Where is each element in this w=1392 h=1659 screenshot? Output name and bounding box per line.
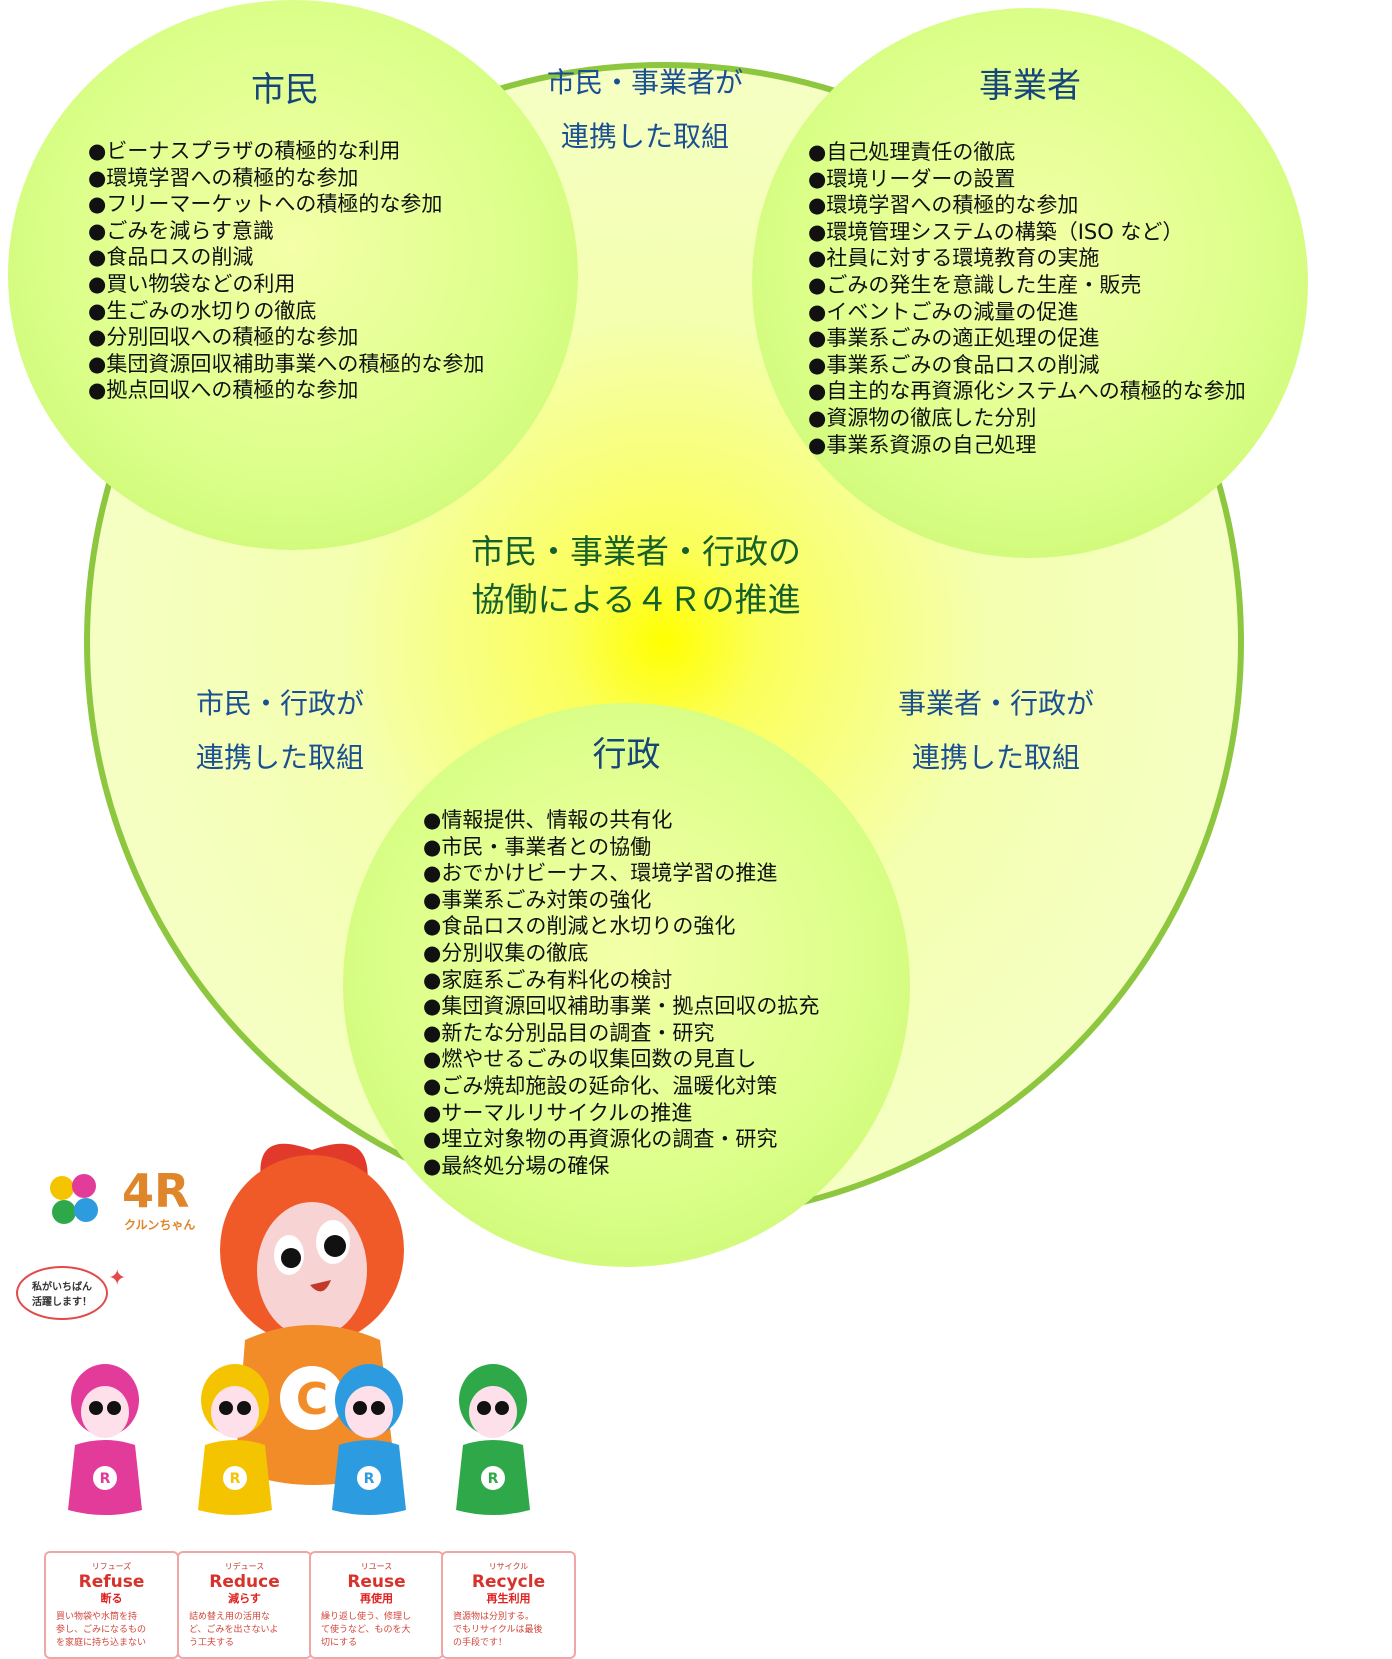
list-item: 最終処分場の確保 xyxy=(423,1153,819,1180)
list-item: 環境学習への積極的な参加 xyxy=(88,165,484,192)
list-item: フリーマーケットへの積極的な参加 xyxy=(88,191,484,218)
list-item: 食品ロスの削減と水切りの強化 xyxy=(423,913,819,940)
svg-text:R: R xyxy=(364,1471,375,1487)
list-item: 市民・事業者との協働 xyxy=(423,834,819,861)
business-title: 事業者 xyxy=(979,66,1081,106)
list-item: 事業系ごみの食品ロスの削減 xyxy=(808,352,1246,379)
svg-text:R: R xyxy=(230,1471,241,1487)
list-item: 家庭系ごみ有料化の検討 xyxy=(423,967,819,994)
list-item: 事業系ごみ対策の強化 xyxy=(423,887,819,914)
business-circle: 事業者 自己処理責任の徹底環境リーダーの設置環境学習への積極的な参加環境管理シス… xyxy=(752,8,1308,558)
speech-bubble: 私がいちばん 活躍します！ xyxy=(16,1266,108,1320)
list-item: 買い物袋などの利用 xyxy=(88,271,484,298)
reduce-card: リデュース Reduce 減らす 詰め替え用の活用な ど、ごみを出さないよ う工… xyxy=(177,1551,312,1659)
sparkle-icon: ✦ xyxy=(108,1266,127,1291)
list-item: 集団資源回収補助事業への積極的な参加 xyxy=(88,351,484,378)
list-item: 環境管理システムの構築（ISO など） xyxy=(808,219,1246,246)
4r-logo-icon xyxy=(50,1174,98,1224)
svg-text:R: R xyxy=(100,1471,111,1487)
government-list: 情報提供、情報の共有化市民・事業者との協働おでかけビーナス、環境学習の推進事業系… xyxy=(423,807,819,1179)
logo-subtext: クルンちゃん xyxy=(124,1218,196,1232)
reuse-card: リユース Reuse 再使用 繰り返し使う、修理し て使うなど、ものを大 切にす… xyxy=(309,1551,444,1659)
list-item: 環境学習への積極的な参加 xyxy=(808,192,1246,219)
list-item: ごみ焼却施設の延命化、温暖化対策 xyxy=(423,1073,819,1100)
list-item: 社員に対する環境教育の実施 xyxy=(808,245,1246,272)
citizen-business-label: 市民・事業者が 連携した取組 xyxy=(546,66,743,153)
citizen-list: ビーナスプラザの積極的な利用環境学習への積極的な参加フリーマーケットへの積極的な… xyxy=(88,138,484,404)
list-item: 生ごみの水切りの徹底 xyxy=(88,298,484,325)
citizen-title: 市民 xyxy=(251,70,319,110)
list-item: 環境リーダーの設置 xyxy=(808,166,1246,193)
citizen-government-label: 市民・行政が 連携した取組 xyxy=(195,687,364,774)
list-item: 情報提供、情報の共有化 xyxy=(423,807,819,834)
reduce-mascot: R xyxy=(198,1364,272,1515)
list-item: 自主的な再資源化システムへの積極的な参加 xyxy=(808,378,1245,405)
list-item: 資源物の徹底した分別 xyxy=(808,405,1246,432)
list-item: 食品ロスの削減 xyxy=(88,244,484,271)
list-item: 埋立対象物の再資源化の調査・研究 xyxy=(423,1126,819,1153)
list-item: ごみを減らす意識 xyxy=(88,218,484,245)
recycle-card: リサイクル Recycle 再生利用 資源物は分別する。 でもリサイクルは最後 … xyxy=(441,1551,576,1659)
list-item: 分別収集の徹底 xyxy=(423,940,819,967)
list-item: おでかけビーナス、環境学習の推進 xyxy=(423,860,819,887)
list-item: 事業系資源の自己処理 xyxy=(808,432,1246,459)
business-list: 自己処理責任の徹底環境リーダーの設置環境学習への積極的な参加環境管理システムの構… xyxy=(808,139,1246,459)
mascot-illustration: 4R クルンちゃん 私がいちばん 活躍します！ ✦ C R R R xyxy=(0,1130,580,1659)
svg-text:R: R xyxy=(488,1471,499,1487)
government-title: 行政 xyxy=(592,735,661,775)
list-item: ビーナスプラザの積極的な利用 xyxy=(88,138,484,165)
reuse-mascot: R xyxy=(332,1364,406,1515)
logo-text: 4R xyxy=(122,1164,190,1218)
list-item: ごみの発生を意識した生産・販売 xyxy=(808,272,1246,299)
list-item: サーマルリサイクルの推進 xyxy=(423,1100,819,1127)
list-item: 拠点回収への積極的な参加 xyxy=(88,377,484,404)
list-item: 集団資源回収補助事業・拠点回収の拡充 xyxy=(423,993,819,1020)
business-government-label: 事業者・行政が 連携した取組 xyxy=(897,687,1094,774)
list-item: 新たな分別品目の調査・研究 xyxy=(423,1020,819,1047)
government-circle: 行政 情報提供、情報の共有化市民・事業者との協働おでかけビーナス、環境学習の推進… xyxy=(343,703,910,1267)
list-item: 燃やせるごみの収集回数の見直し xyxy=(423,1046,819,1073)
citizen-circle: 市民 ビーナスプラザの積極的な利用環境学習への積極的な参加フリーマーケットへの積… xyxy=(8,0,578,550)
list-item: 事業系ごみの適正処理の促進 xyxy=(808,325,1246,352)
list-item: イベントごみの減量の促進 xyxy=(808,299,1246,326)
list-item: 自己処理責任の徹底 xyxy=(808,139,1246,166)
list-item: 分別回収への積極的な参加 xyxy=(88,324,484,351)
recycle-mascot: R xyxy=(456,1364,530,1515)
refuse-card: リフューズ Refuse 断る 買い物袋や水筒を持 参し、ごみになるもの を家庭… xyxy=(44,1551,179,1659)
center-label: 市民・事業者・行政の 協働による４Ｒの推進 xyxy=(471,532,801,619)
refuse-mascot: R xyxy=(68,1364,142,1515)
svg-text:C: C xyxy=(296,1374,328,1425)
